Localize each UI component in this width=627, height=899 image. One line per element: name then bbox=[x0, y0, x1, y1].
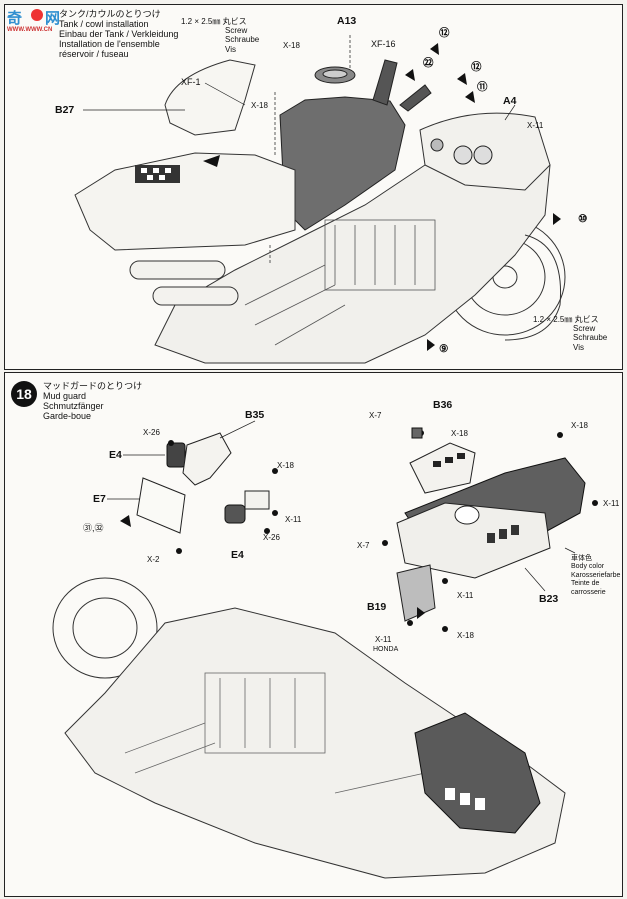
label-e4-b: E4 bbox=[231, 549, 244, 561]
tank-cowl-drawing bbox=[74, 35, 566, 364]
title-fr-1: Installation de l'ensemble bbox=[59, 39, 160, 50]
label-x11: X-11 bbox=[527, 121, 544, 130]
watermark-logo: 奇 网 WWW.WWW.CN bbox=[7, 9, 61, 33]
label-e7: E7 bbox=[93, 493, 106, 505]
label-x18-a: X-18 bbox=[277, 461, 294, 470]
label-x18-b: X-18 bbox=[251, 101, 268, 110]
title-de: Einbau der Tank / Verkleidung bbox=[59, 29, 179, 40]
title-ja: マッドガードのとりつけ bbox=[43, 381, 143, 391]
title-de: Schmutzfänger bbox=[43, 401, 104, 412]
label-honda: HONDA bbox=[373, 646, 399, 653]
label-x26-b: X-26 bbox=[263, 533, 280, 542]
label-x18-b: X-18 bbox=[451, 429, 468, 438]
label-b19: B19 bbox=[367, 601, 387, 613]
label-e4-a: E4 bbox=[109, 449, 122, 461]
label-x11-a: X-11 bbox=[285, 515, 302, 524]
step-17-panel: 奇 网 WWW.WWW.CN タンク/カウルのとりつけ Tank / cowl … bbox=[4, 4, 623, 370]
title-fr: Garde-boue bbox=[43, 411, 92, 422]
label-x11-b: X-11 bbox=[603, 499, 620, 508]
title-fr-2: réservoir / fuseau bbox=[59, 49, 129, 60]
ref-31-32: ㉛,㉜ bbox=[83, 523, 104, 533]
label-b23: B23 bbox=[539, 593, 559, 605]
label-x18-c: X-18 bbox=[571, 421, 588, 430]
step-18-number: 18 bbox=[11, 381, 37, 407]
ref-12-b: ⑫ bbox=[471, 61, 482, 73]
label-b35: B35 bbox=[245, 409, 265, 421]
title-en: Tank / cowl installation bbox=[59, 19, 149, 30]
screw-note-top: 1.2 × 2.5㎜ 丸ビス Screw Schraube Vis bbox=[181, 17, 260, 54]
label-b27: B27 bbox=[55, 104, 75, 116]
label-xf16: XF-16 bbox=[371, 39, 396, 49]
label-x18-a: X-18 bbox=[283, 41, 300, 50]
ref-12-a: ⑫ bbox=[439, 27, 450, 39]
ref-22: ㉒ bbox=[423, 57, 434, 69]
step-18-title: マッドガードのとりつけ Mud guard Schmutzfänger Gard… bbox=[43, 381, 142, 421]
step-18-panel: 18 マッドガードのとりつけ Mud guard Schmutzfänger G… bbox=[4, 372, 623, 897]
label-x18-d: X-18 bbox=[457, 631, 474, 640]
step-17-title: タンク/カウルのとりつけ Tank / cowl installation Ei… bbox=[59, 9, 178, 59]
label-x7-b: X-7 bbox=[357, 541, 370, 550]
label-x11-c: X-11 bbox=[457, 591, 474, 600]
label-x2: X-2 bbox=[147, 555, 160, 564]
label-xf1: XF-1 bbox=[181, 77, 201, 87]
ref-10: ⑩ bbox=[578, 213, 588, 225]
mud-guard-drawing bbox=[52, 420, 598, 879]
label-x26-a: X-26 bbox=[143, 428, 160, 437]
ref-11: ⑪ bbox=[477, 81, 488, 93]
label-a13: A13 bbox=[337, 15, 357, 27]
label-b36: B36 bbox=[433, 399, 453, 411]
label-x11-d: X-11 bbox=[375, 635, 392, 644]
label-x7-a: X-7 bbox=[369, 411, 382, 420]
screw-note-bottom: 1.2 × 2.5㎜ 丸ビス Screw Schraube Vis bbox=[533, 315, 608, 352]
title-en: Mud guard bbox=[43, 391, 87, 402]
ref-9: ⑨ bbox=[439, 343, 449, 355]
label-a4: A4 bbox=[503, 95, 517, 107]
title-ja: タンク/カウルのとりつけ bbox=[59, 9, 161, 19]
body-color-note: 車体色 Body color Karosseriefarbe Teinte de… bbox=[571, 555, 621, 596]
